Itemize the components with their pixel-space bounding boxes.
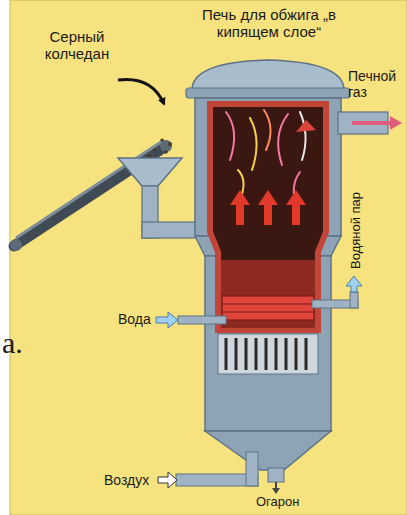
cinder-outlet (268, 468, 284, 494)
gas-label: Печной газ (348, 68, 406, 100)
background (10, 0, 407, 515)
furnace-body (186, 60, 350, 470)
cinder-label: Огарон (256, 495, 299, 510)
water-label: Вода (118, 311, 151, 327)
material-label: Серный колчедан (22, 28, 132, 63)
air-label: Воздух (104, 472, 149, 488)
steam-label: Водяной пар (350, 191, 365, 268)
water-steam-pipes (156, 276, 362, 328)
stray-text: а. (2, 326, 23, 361)
air-inlet (158, 452, 258, 488)
feed-hopper (118, 158, 202, 238)
gas-outlet (338, 112, 402, 134)
diagram-title: Печь для обжига „в кипящем слое“ (193, 6, 345, 41)
